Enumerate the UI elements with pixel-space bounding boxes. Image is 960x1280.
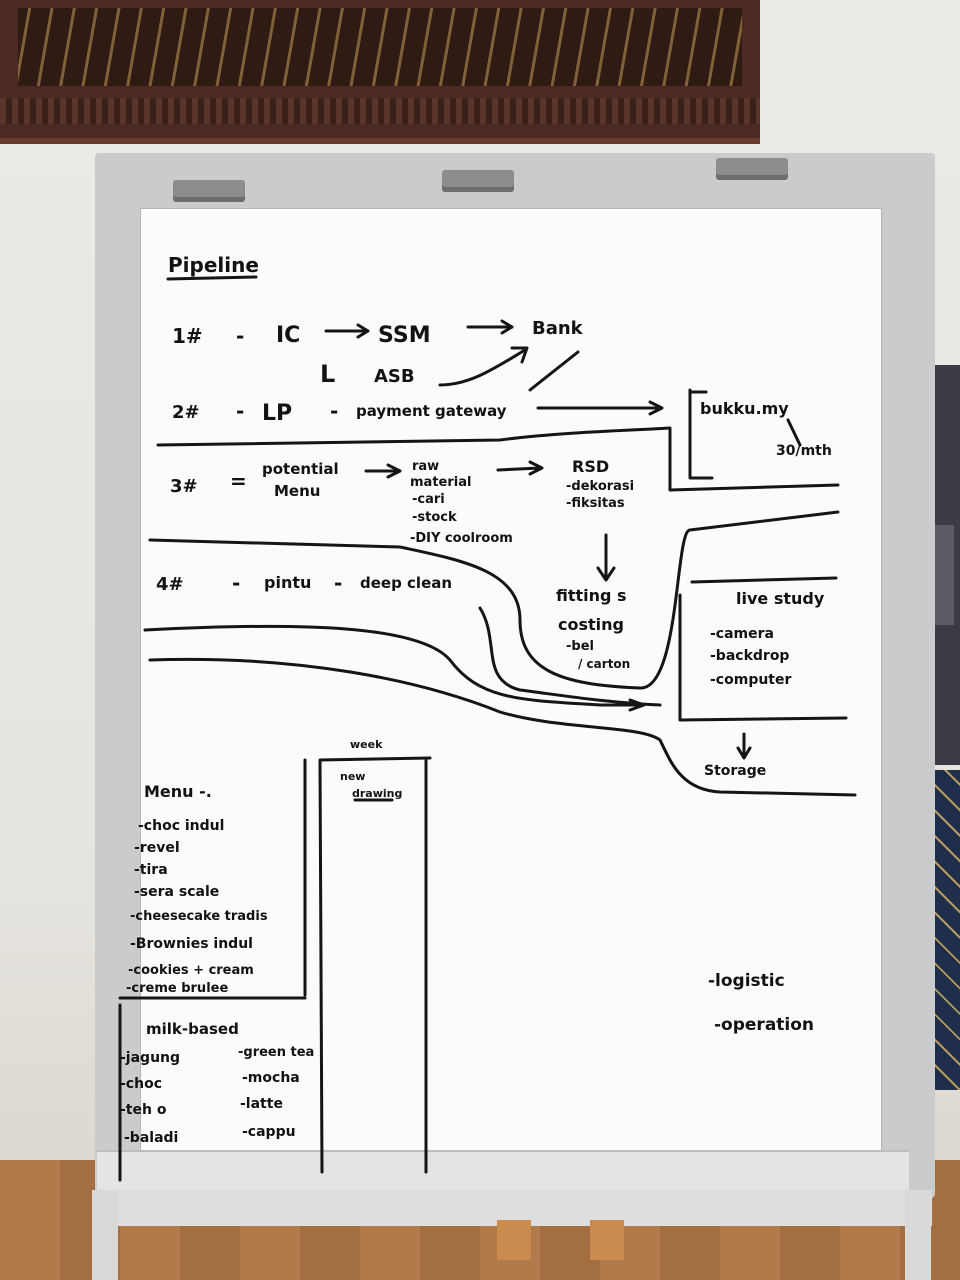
week-item: drawing	[352, 787, 402, 800]
row2-number: 2#	[172, 402, 200, 423]
row2-dash: -	[236, 399, 244, 423]
fitting-bel: -bel	[566, 639, 594, 654]
menu-item: -Brownies indul	[130, 936, 253, 952]
menu-item: -choc indul	[138, 818, 224, 834]
ops-item: -operation	[714, 1015, 814, 1035]
row2-gateway: payment gateway	[356, 402, 507, 420]
live-study-item: -camera	[710, 626, 774, 642]
row4-dash2: -	[334, 571, 342, 595]
row3-menu: Menu	[274, 482, 320, 500]
paper-clip-center[interactable]	[442, 170, 514, 192]
menu-item: -creme brulee	[126, 981, 228, 996]
arrow	[364, 463, 402, 479]
row3-diy: -DIY coolroom	[410, 531, 513, 546]
live-study-item: -computer	[710, 672, 791, 688]
week-item: new	[340, 770, 365, 783]
milk-left-item: -baladi	[124, 1130, 178, 1146]
live-study-title: live study	[736, 589, 825, 608]
menu-item: -cookies + cream	[128, 963, 254, 978]
milk-title: milk-based	[146, 1020, 239, 1038]
paper-clip-right[interactable]	[716, 158, 788, 180]
storage-label: Storage	[704, 763, 766, 779]
milk-right-item: -green tea	[238, 1045, 314, 1060]
menu-item: -sera scale	[134, 884, 219, 900]
arrow	[496, 460, 544, 476]
row3-eq: =	[230, 469, 247, 493]
week-label: week	[350, 738, 383, 751]
menu-title: Menu -.	[144, 782, 212, 801]
menu-item: -revel	[134, 840, 180, 856]
row1-bank: Bank	[532, 318, 584, 339]
row1-l: L	[320, 360, 335, 388]
milk-right-item: -cappu	[242, 1124, 296, 1140]
ops-item: -logistic	[708, 971, 785, 991]
fitting-carton: / carton	[578, 657, 630, 671]
banner-border	[0, 98, 760, 124]
arrow-down	[596, 533, 616, 582]
menu-item: -tira	[134, 862, 168, 878]
bukku-name: bukku.my	[700, 399, 789, 418]
easel-leg-right	[905, 1190, 931, 1280]
row1-dash: -	[236, 324, 244, 348]
paper-clip-left[interactable]	[173, 180, 245, 202]
row3-cari: -cari	[412, 492, 445, 507]
row1-ic: IC	[276, 323, 300, 348]
row3-potential: potential	[262, 460, 339, 478]
arrow	[536, 400, 664, 416]
row1-ssm: SSM	[378, 323, 431, 348]
row2-lp: LP	[262, 401, 292, 426]
menu-box	[118, 756, 432, 1174]
row3-number: 3#	[170, 476, 198, 497]
fitting-title: fitting s	[556, 586, 627, 605]
row4-dash: -	[232, 571, 240, 595]
bracket	[688, 388, 714, 480]
arrow	[466, 319, 514, 335]
calligraphy-pattern	[18, 8, 742, 86]
separator-line	[148, 657, 857, 797]
menu-item: -cheesecake tradis	[130, 909, 268, 924]
title: Pipeline	[168, 253, 259, 277]
row4-pintu: pintu	[264, 573, 311, 592]
row1-number: 1#	[172, 324, 203, 348]
separator-line	[156, 426, 840, 492]
milk-left-item: -choc	[120, 1076, 162, 1092]
row3-rsd: RSD	[572, 457, 609, 476]
arrow-down	[736, 732, 752, 760]
wooden-block	[590, 1220, 624, 1260]
live-study-item: -backdrop	[710, 648, 789, 664]
wooden-block	[497, 1220, 531, 1260]
title-underline	[166, 275, 258, 281]
milk-left-item: -teh o	[120, 1102, 167, 1118]
calligraphy-banner-image	[0, 0, 760, 144]
row3-rsd-sub1: -dekorasi	[566, 479, 634, 494]
stroke	[528, 350, 580, 392]
milk-right-item: -latte	[240, 1096, 283, 1112]
row2-dash2: -	[330, 399, 338, 423]
easel-leg-left	[92, 1190, 118, 1280]
row3-stock: -stock	[412, 510, 457, 525]
row4-number: 4#	[156, 574, 184, 595]
milk-right-item: -mocha	[242, 1070, 300, 1086]
row1-asb: ASB	[374, 366, 415, 387]
row4-deep-clean: deep clean	[360, 574, 452, 592]
arrow	[324, 323, 370, 339]
row3-raw: raw	[412, 459, 439, 474]
arrow	[438, 346, 529, 387]
bukku-price: 30/mth	[776, 443, 832, 459]
separator-line	[148, 510, 840, 690]
row3-material: material	[410, 475, 471, 490]
row3-rsd-sub2: -fiksitas	[566, 496, 625, 511]
milk-left-item: -jagung	[120, 1050, 180, 1066]
stroke	[786, 418, 802, 447]
marker-tray	[97, 1150, 909, 1190]
fitting-costing: costing	[558, 615, 624, 634]
flow-line	[478, 606, 662, 707]
live-study-box	[678, 576, 848, 722]
